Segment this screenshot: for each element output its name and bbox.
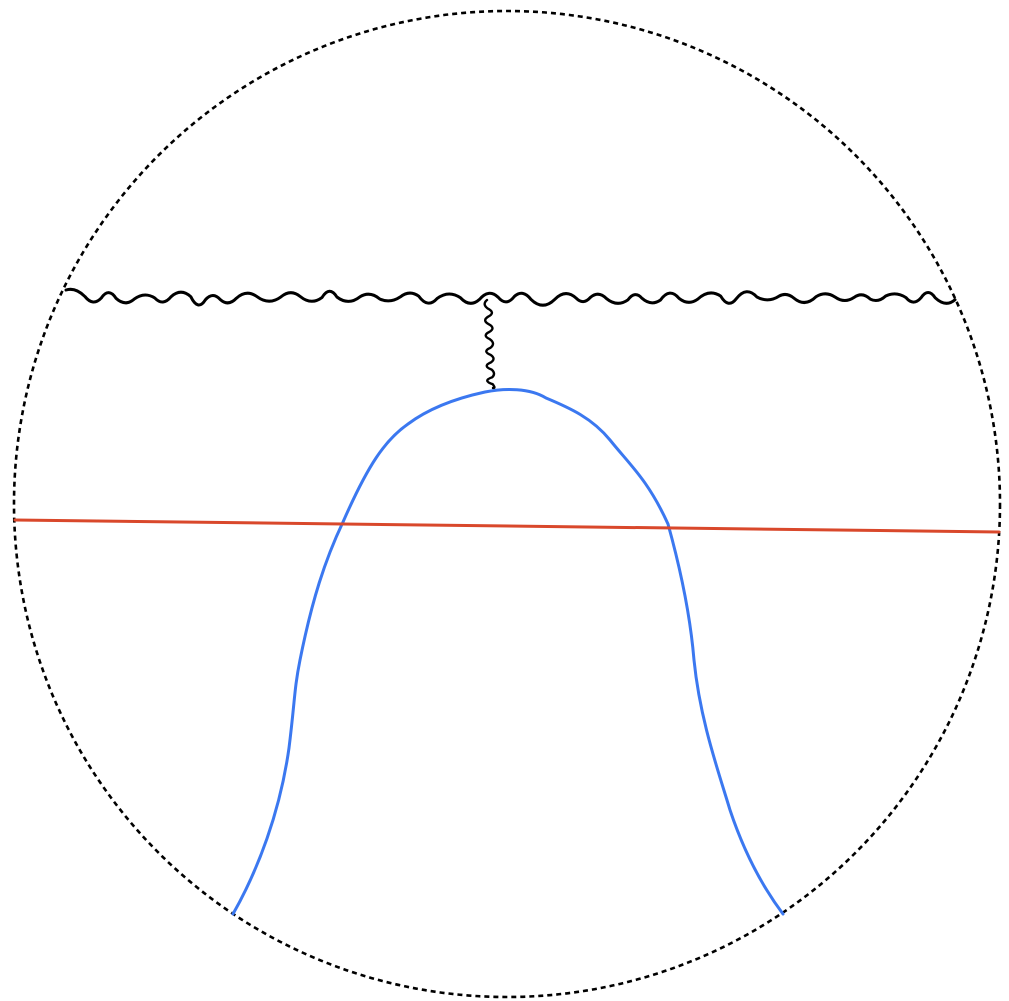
wavy-vertical-line xyxy=(483,298,496,390)
horizon-line xyxy=(13,518,1001,534)
boundary-circle xyxy=(12,9,1002,999)
arch-curve xyxy=(231,388,785,916)
wavy-horizontal-line xyxy=(64,287,957,307)
